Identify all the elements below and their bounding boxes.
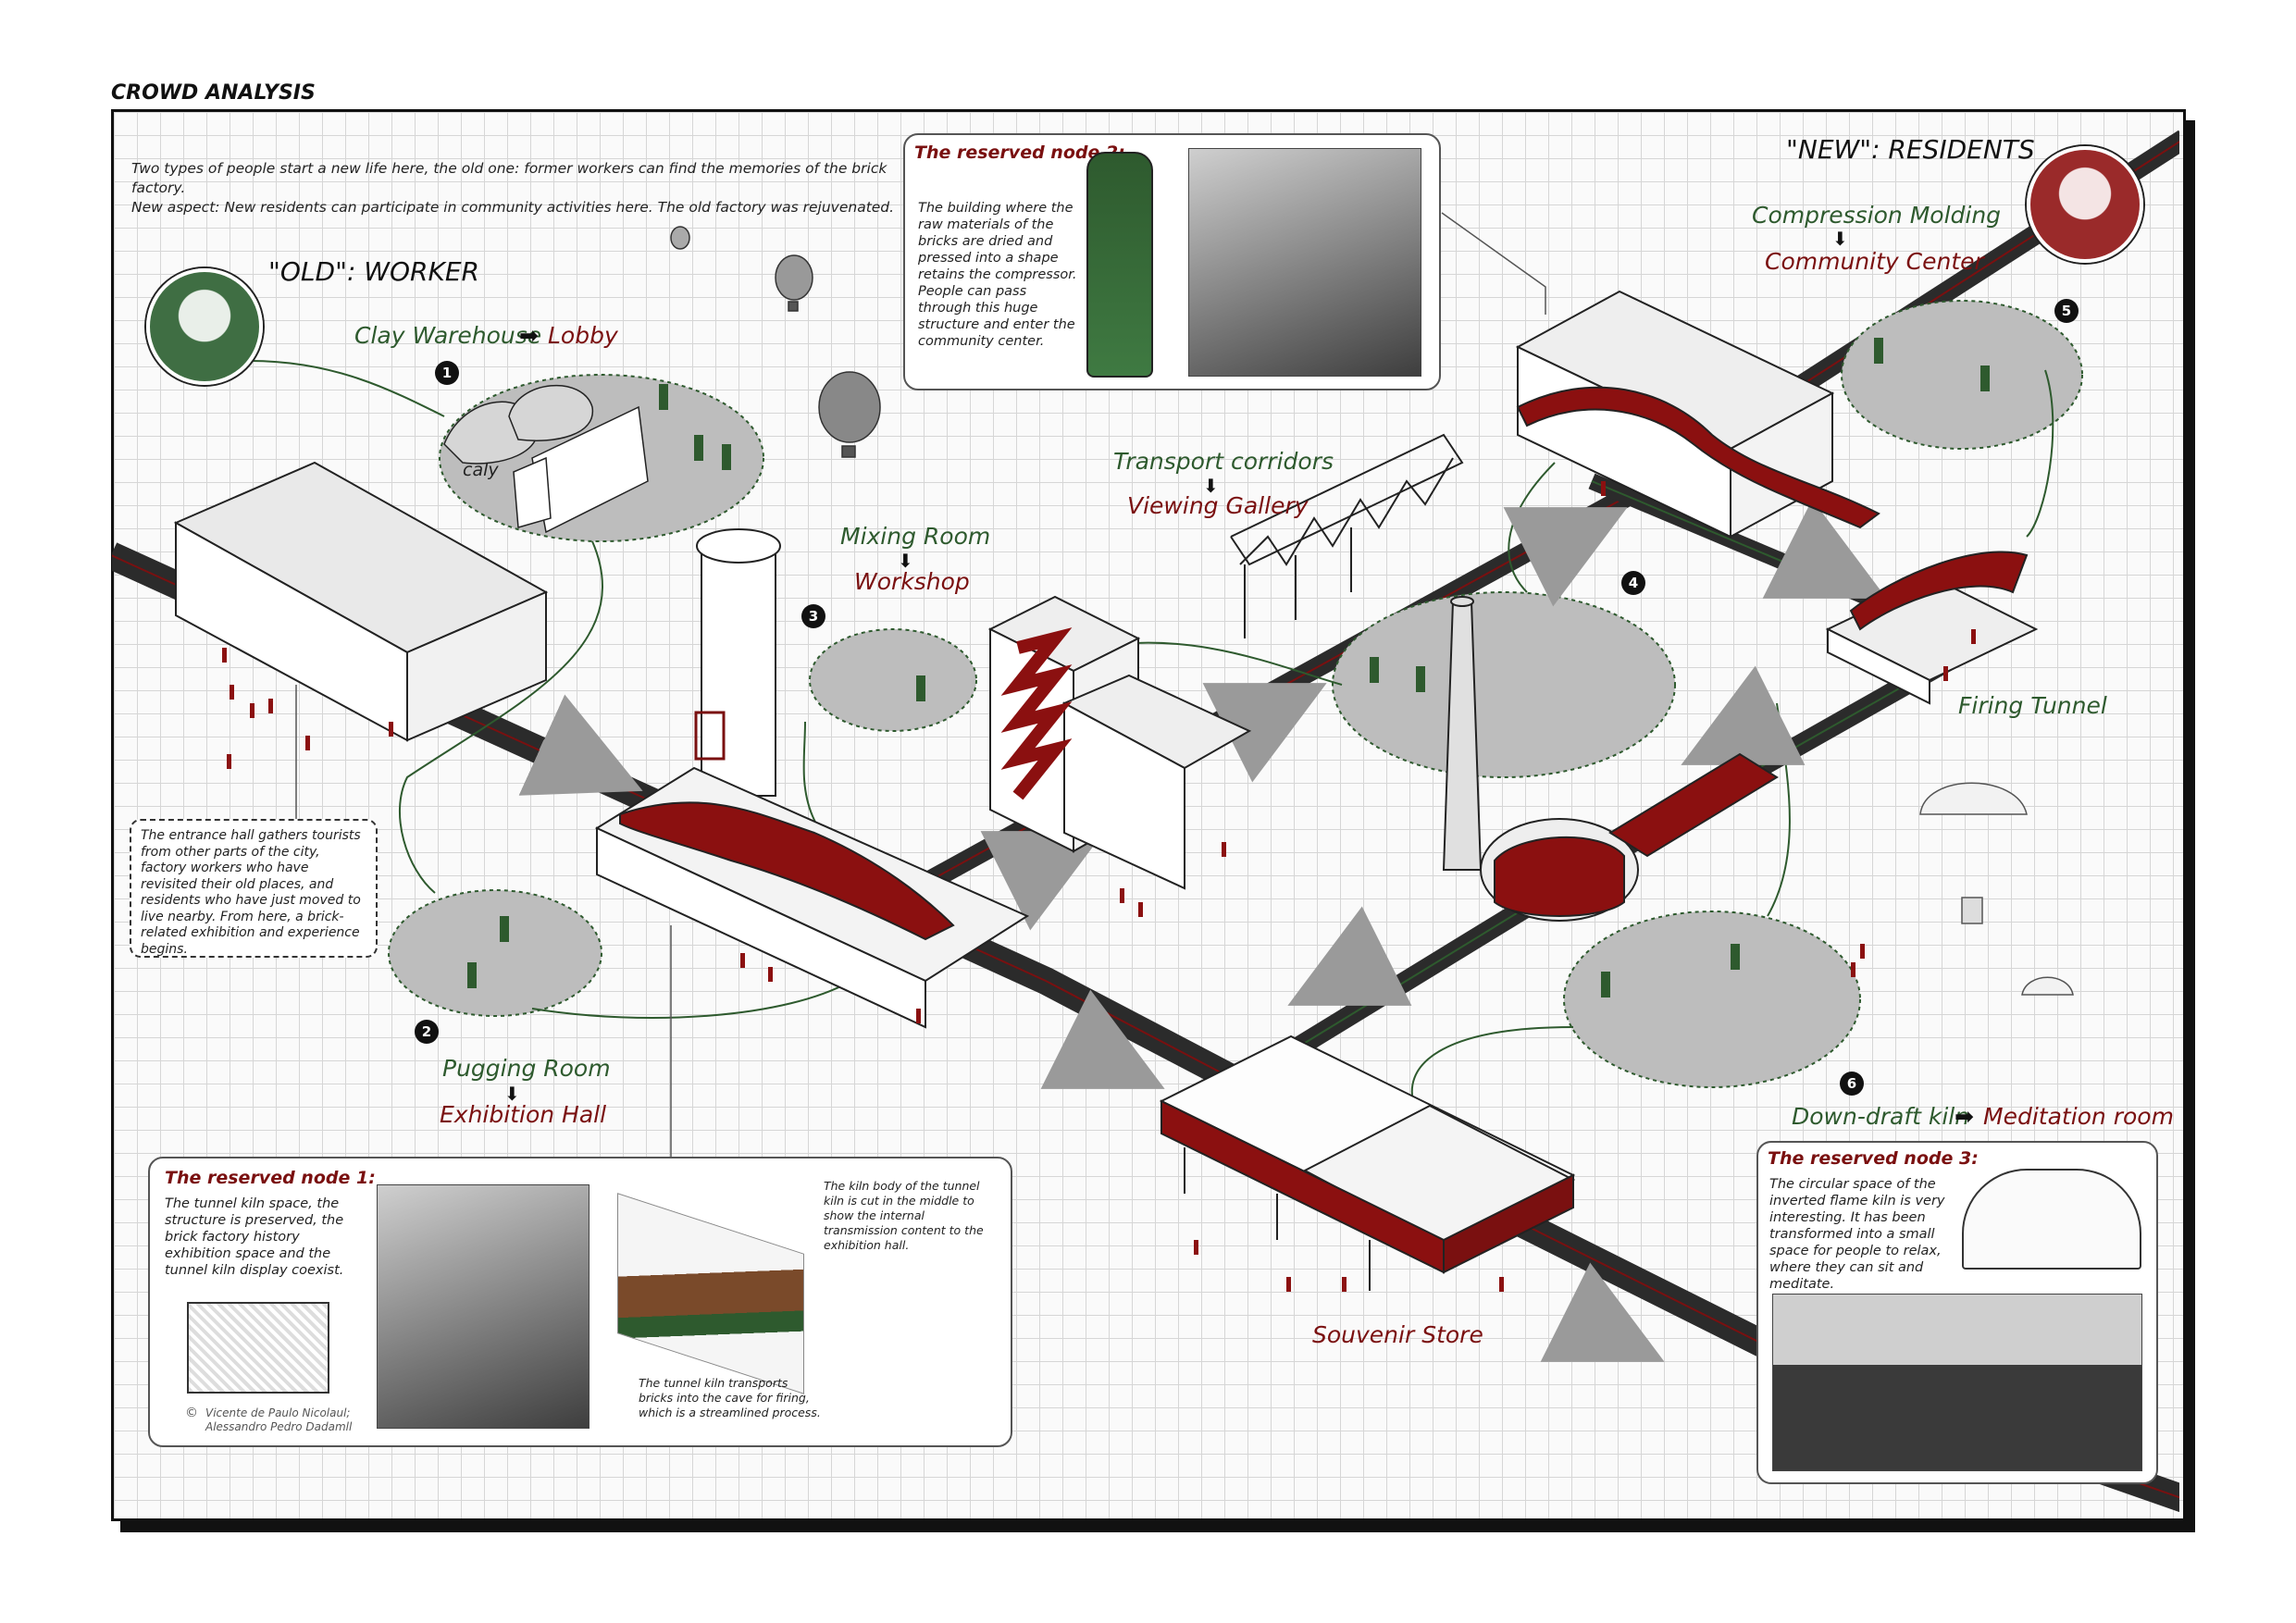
reserved-node-1-credit: Vicente de Paulo Nicolaul; Alessandro Pe…	[205, 1406, 353, 1433]
clay-piles	[443, 384, 593, 465]
souvenir-store-building	[1159, 1035, 1576, 1291]
node-number-1: 1	[435, 361, 459, 385]
node-1-from-label: Clay Warehouse	[354, 322, 542, 349]
node-number-6: 6	[1840, 1072, 1864, 1096]
souvenir-store-label: Souvenir Store	[1312, 1321, 1483, 1348]
reserved-node-1-box: The reserved node 1: The tunnel kiln spa…	[148, 1157, 1012, 1447]
node-3-from-label: Mixing Room	[840, 523, 991, 550]
visitor-figures	[222, 481, 1976, 1292]
node-2-to-label: Exhibition Hall	[440, 1101, 607, 1128]
reserved-node-3-text: The circular space of the inverted flame…	[1769, 1177, 1945, 1292]
node-4-platform	[1332, 591, 1676, 778]
node-5-to-label: Community Center	[1765, 248, 1984, 275]
node-6-arrow-icon: ➡	[1955, 1103, 1974, 1130]
entrance-note-box: The entrance hall gathers tourists from …	[130, 819, 378, 958]
old-worker-heading: "OLD": WORKER	[268, 256, 479, 287]
entrance-note-text: The entrance hall gathers tourists from …	[141, 828, 361, 957]
kiln-section-drawing	[187, 1302, 329, 1394]
intro-line-1: Two types of people start a new life her…	[131, 160, 887, 196]
node-6-platform	[1563, 911, 1861, 1088]
firing-tunnel-building	[1825, 551, 2039, 705]
water-tower	[694, 528, 781, 797]
reserved-node-2-title: The reserved node 2:	[914, 142, 1125, 163]
reserved-node-2-photo	[1188, 148, 1421, 377]
worker-figures	[467, 338, 1990, 997]
node-2-from-label: Pugging Room	[442, 1055, 611, 1082]
exhibition-hall-building	[594, 766, 1030, 1029]
node-1-arrow-icon: ➡	[519, 322, 539, 349]
reserved-node-1-photo	[377, 1184, 590, 1429]
node-4-arrow-icon: ⬇	[1203, 475, 1219, 497]
hot-air-balloon-icon	[670, 226, 881, 458]
reserved-node-3-box: The reserved node 3: The circular space …	[1756, 1141, 2158, 1484]
chimney	[1442, 596, 1483, 871]
kiln-section-diagram	[1962, 1169, 2141, 1270]
worker-avatar-icon	[146, 268, 263, 385]
node-5-platform	[1841, 300, 2083, 450]
node-3-platform	[809, 628, 977, 732]
reserved-node-3-title: The reserved node 3:	[1768, 1148, 1979, 1169]
node-4-to-label: Viewing Gallery	[1127, 492, 1309, 519]
node-4-from-label: Transport corridors	[1113, 448, 1334, 475]
reserved-node-2-text: The building where the raw materials of …	[918, 201, 1077, 349]
node-5-arrow-icon: ⬇	[1832, 228, 1848, 250]
reserved-node-1-credit-symbol: ©	[185, 1406, 198, 1420]
intro-text: Two types of people start a new life her…	[131, 159, 927, 217]
compressor-illustration	[1086, 152, 1153, 378]
node-1-to-label: Lobby	[548, 322, 618, 349]
node-5-from-label: Compression Molding	[1752, 202, 2002, 229]
tunnel-kiln-axonometric	[617, 1193, 804, 1394]
node-3-to-label: Workshop	[854, 568, 970, 595]
reserved-node-1-title: The reserved node 1:	[165, 1168, 376, 1188]
node-2-arrow-icon: ⬇	[504, 1083, 520, 1105]
node-number-5: 5	[2054, 299, 2079, 323]
caly-label: caly	[463, 460, 499, 480]
node-number-3: 3	[801, 604, 825, 628]
reserved-node-1-note-top: The kiln body of the tunnel kiln is cut …	[824, 1179, 984, 1252]
reserved-node-3-photo	[1772, 1294, 2142, 1471]
page-title: CROWD ANALYSIS	[111, 81, 316, 105]
reserved-node-1-note-bottom: The tunnel kiln transports bricks into t…	[639, 1376, 821, 1419]
node-6-to-label: Meditation room	[1983, 1103, 2174, 1130]
node-number-2: 2	[415, 1020, 439, 1044]
node-number-4: 4	[1621, 571, 1645, 595]
reserved-node-2-box: The reserved node 2: The building where …	[903, 133, 1441, 390]
node-3-arrow-icon: ⬇	[898, 550, 913, 572]
workshop-building	[987, 595, 1252, 890]
firing-tunnel-label: Firing Tunnel	[1958, 692, 2107, 719]
lobby-building	[173, 461, 549, 742]
node-6-from-label: Down-draft kiln	[1792, 1103, 1970, 1130]
viewing-gallery-truss	[1230, 433, 1464, 638]
parachute-icon	[1919, 782, 2074, 996]
callout-lines	[295, 212, 1546, 1157]
community-center-building	[1515, 290, 1880, 539]
clay-truck	[513, 405, 649, 534]
node-2-platform	[388, 889, 602, 1017]
new-residents-heading: "NEW": RESIDENTS	[1786, 134, 2035, 165]
intro-line-2: New aspect: New residents can participat…	[131, 199, 895, 216]
meditation-kiln	[1480, 752, 1779, 922]
resident-avatar-icon	[2027, 146, 2143, 263]
reserved-node-1-text: The tunnel kiln space, the structure is …	[165, 1196, 344, 1278]
